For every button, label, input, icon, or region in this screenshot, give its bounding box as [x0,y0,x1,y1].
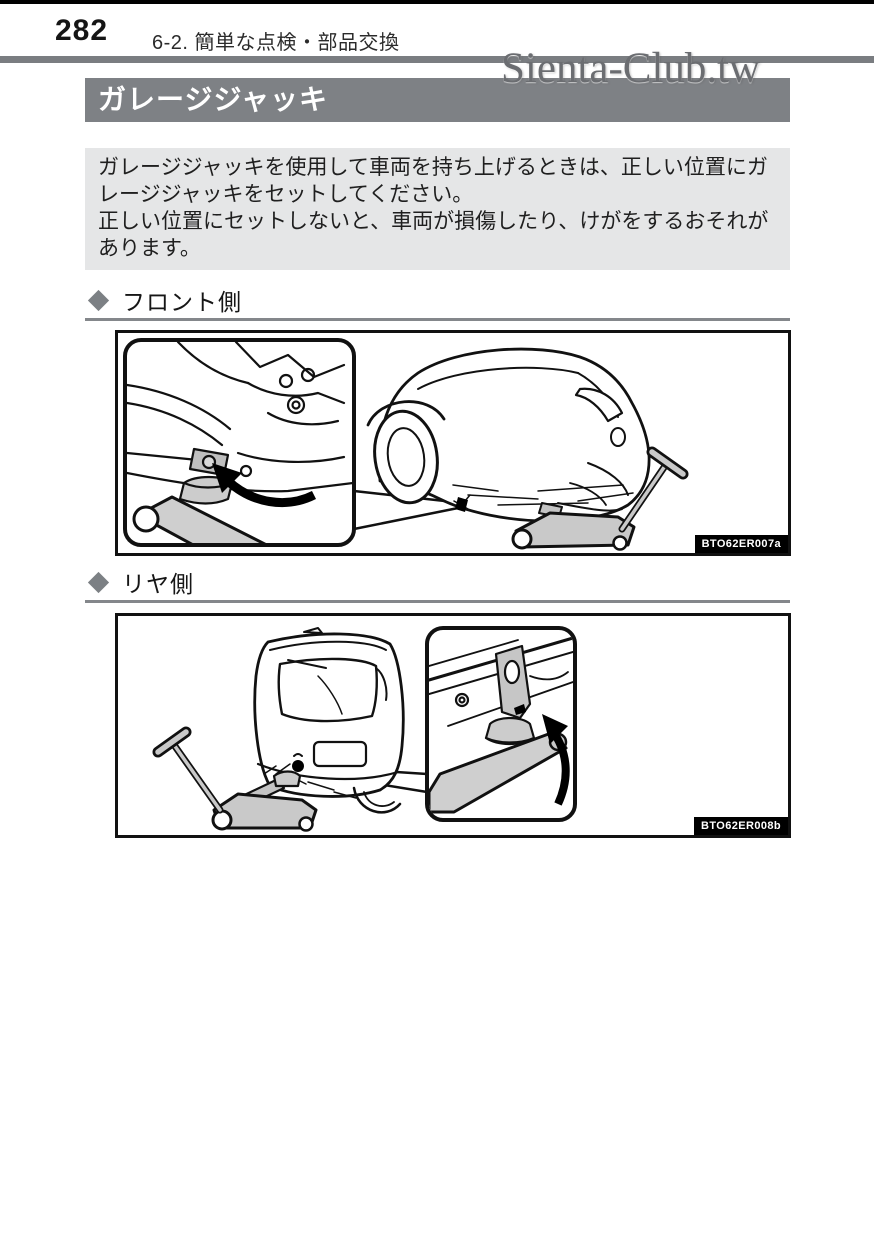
figure-code-badge: BTO62ER008b [693,817,788,835]
car-rear-drawing [253,627,405,814]
heading-front-label: フロント側 [122,289,242,315]
car-front-drawing [366,347,651,523]
heading-front-underline [85,318,790,321]
rear-wiper [287,659,327,669]
watermark-text: Sienta-Club.tw [501,45,761,92]
heading-rear-underline [85,600,790,603]
license-plate [312,740,368,768]
section-breadcrumb: 6-2. 簡単な点検・部品交換 [152,32,400,54]
jack-lift-arm [136,495,320,543]
headlight [574,387,624,423]
notice-paragraph-1: ガレージジャッキを使用して車両を持ち上げるときは、正しい位置にガレージジャッキを… [98,156,768,207]
tail-lamp [375,667,388,701]
front-figure-box: BTO62ER007a [115,330,791,556]
underbody-lines [263,763,357,799]
emblem [610,427,626,447]
rear-jack-illustration [152,626,577,832]
diamond-bullet-icon [87,571,110,593]
notice-paragraph-2: 正しい位置にセットしないと、車両が損傷したり、けがをするおそれがあります。 [98,210,769,261]
front-jack-point [455,497,468,512]
rear-jack-point [292,760,304,772]
floor-jack-drawing [511,446,689,551]
front-wheel [373,409,439,505]
page-title-bar: ガレージジャッキ [85,78,790,122]
heading-rear-label: リヤ側 [122,571,194,597]
floor-jack-drawing [152,726,318,832]
rear-closeup-inset [425,626,577,822]
rear-figure-box: BTO62ER008b [115,613,791,838]
front-closeup-inset [123,338,356,547]
roof-antenna [303,627,323,634]
diamond-bullet-icon [87,289,110,311]
page-number: 282 [55,14,109,47]
jack-lift-arm [429,730,568,814]
header-rule [0,56,874,63]
page-title: ガレージジャッキ [98,84,329,115]
heading-rear-side: リヤ側 [85,565,194,599]
curved-arrow-icon [224,477,317,507]
front-jack-illustration [123,338,689,551]
figure-code-badge: BTO62ER007a [694,535,788,553]
notice-box: ガレージジャッキを使用して車両を持ち上げるときは、正しい位置にガレージジャッキを… [85,148,790,271]
heading-front-side: フロント側 [85,283,242,317]
page-top-edge [0,0,874,4]
